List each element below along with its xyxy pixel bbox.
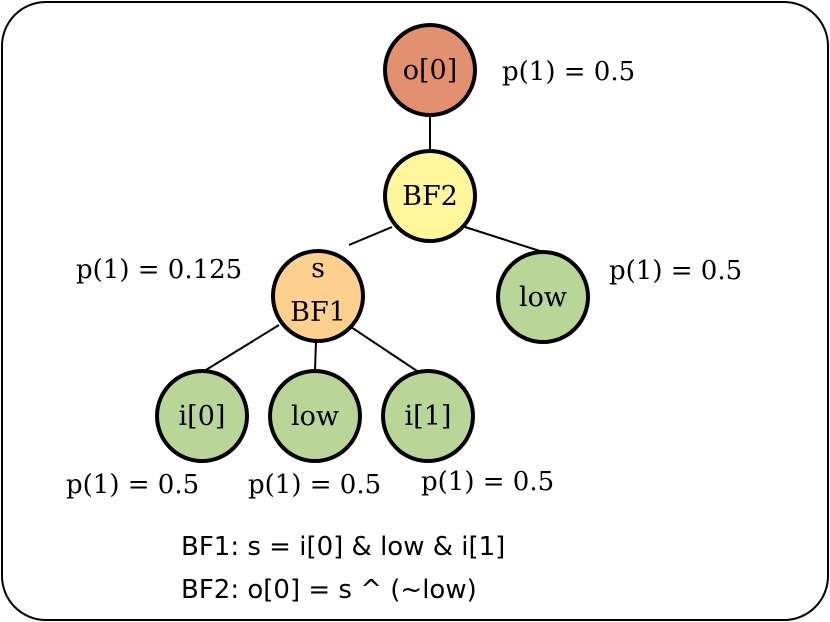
edge-bf1-i1 <box>350 326 421 374</box>
node-i1-label: i[1] <box>405 401 452 432</box>
edge-bf2-bf1 <box>348 226 393 246</box>
node-bf1-label-bottom: BF1 <box>290 297 346 328</box>
prob-label-low-mid: p(1) = 0.5 <box>248 470 381 500</box>
node-bf1-circle <box>271 249 365 343</box>
prob-label-i0: p(1) = 0.5 <box>66 470 199 500</box>
node-bf1: s BF1 <box>271 249 365 343</box>
node-low-right-label: low <box>519 282 567 313</box>
node-o0-label: o[0] <box>403 55 458 86</box>
node-i0-circle <box>155 369 249 463</box>
edge-bf1-low-mid <box>314 340 317 372</box>
prob-label-o0: p(1) = 0.5 <box>502 57 635 87</box>
caption-line-bf1: BF1: s = i[0] & low & i[1] <box>181 532 505 562</box>
node-low-mid: low <box>268 369 362 463</box>
node-bf2: BF2 <box>383 149 477 243</box>
node-o0-circle <box>383 23 477 117</box>
node-o0: o[0] <box>383 23 477 117</box>
node-bf2-label: BF2 <box>402 181 458 212</box>
node-i1: i[1] <box>381 369 475 463</box>
prob-label-bf1: p(1) = 0.125 <box>76 255 242 285</box>
node-low-mid-circle <box>268 369 362 463</box>
tree-edges <box>200 115 544 374</box>
node-low-right-circle <box>496 250 590 344</box>
node-low-mid-label: low <box>291 401 339 432</box>
caption-line-bf2: BF2: o[0] = s ^ (~low) <box>181 575 477 605</box>
node-bf2-circle <box>383 149 477 243</box>
prob-label-low-right: p(1) = 0.5 <box>609 256 742 286</box>
node-i0: i[0] <box>155 369 249 463</box>
prob-label-i1: p(1) = 0.5 <box>421 467 554 497</box>
node-low-right: low <box>496 250 590 344</box>
node-i0-label: i[0] <box>179 401 226 432</box>
node-i1-circle <box>381 369 475 463</box>
edge-bf2-low-right <box>464 226 544 253</box>
edge-bf1-i0 <box>200 324 280 374</box>
node-bf1-label-top: s <box>311 253 325 284</box>
